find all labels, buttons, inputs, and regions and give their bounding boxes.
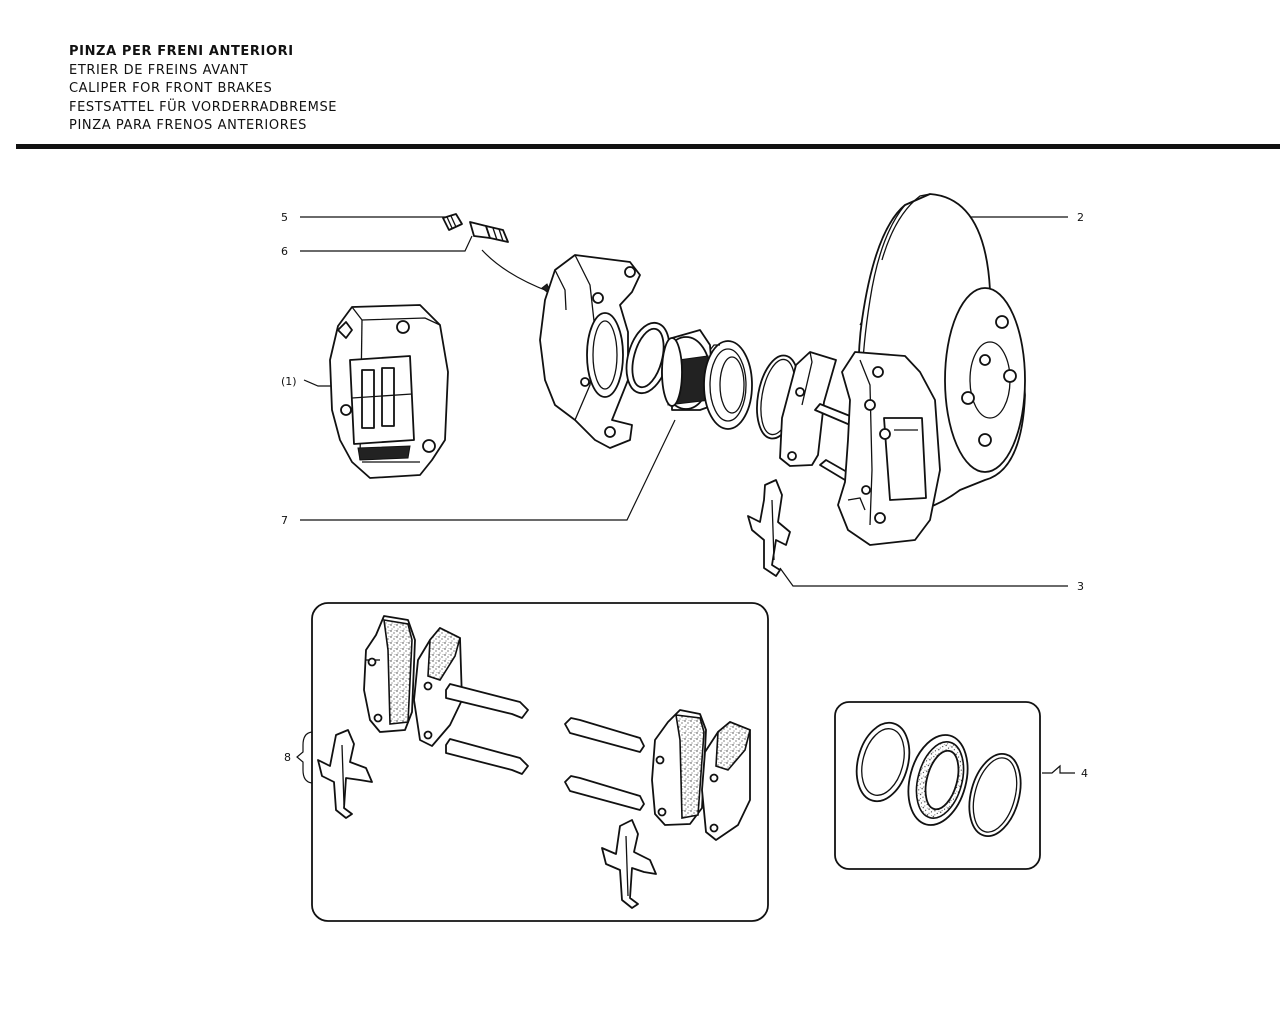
seal-kit-boot: [907, 734, 969, 826]
leader-line-4: [1042, 764, 1075, 774]
seal-kit-ring-1: [855, 721, 911, 803]
leader-line-3: [779, 567, 1068, 587]
callout-label-8: 8: [284, 751, 291, 764]
seal-ring-part: [625, 321, 671, 395]
spring-clip-part: [747, 479, 791, 577]
brake-pad-part: [779, 351, 837, 467]
callout-label-assembly: (1): [281, 375, 297, 388]
caliper-half-part: [539, 254, 641, 449]
callout-label-2: 2: [1077, 211, 1084, 224]
assembly-arrow: [481, 249, 551, 293]
title-block: PINZA PER FRENI ANTERIORI ETRIER DE FREI…: [69, 43, 337, 136]
kit-clip-left: [317, 729, 373, 819]
mounted-caliper-part: [837, 351, 941, 546]
title-spanish: PINZA PARA FRENOS ANTERIORES: [69, 118, 307, 134]
callout-1: (1): [281, 375, 331, 388]
bleed-screw-part: [442, 213, 509, 243]
callout-label-7: 7: [281, 514, 288, 527]
callout-8: 8: [284, 731, 313, 784]
callout-5: 5: [281, 211, 445, 224]
callout-label-3: 3: [1077, 580, 1084, 593]
leader-line-6: [300, 235, 473, 252]
title-german: FESTSATTEL FÜR VORDERRADBREMSE: [69, 99, 338, 115]
kit-pad-pair-left: [363, 615, 463, 747]
kit-pins-right: [564, 717, 645, 811]
title-french: ETRIER DE FREINS AVANT: [69, 62, 249, 78]
callout-label-6: 6: [281, 245, 288, 258]
callout-label-4: 4: [1081, 767, 1088, 780]
header-rule: [16, 144, 1280, 149]
seal-kit-ring-2: [968, 753, 1022, 837]
title-english: CALIPER FOR FRONT BRAKES: [69, 81, 273, 97]
callout-4: 4: [1042, 764, 1088, 780]
callout-7: 7: [281, 419, 676, 527]
kit-pins-left: [445, 683, 529, 775]
leader-line-7: [300, 419, 676, 521]
caliper-assembled-part: [329, 304, 449, 479]
brace-8: [296, 731, 313, 784]
callout-6: 6: [281, 235, 473, 258]
callout-3: 3: [779, 567, 1084, 593]
title-italian: PINZA PER FRENI ANTERIORI: [69, 44, 294, 59]
kit-clip-right: [601, 819, 657, 909]
kit-pad-pair-right: [651, 709, 751, 841]
leader-line-1: [303, 379, 331, 387]
dust-boot-part: [703, 340, 753, 430]
callout-label-5: 5: [281, 211, 288, 224]
